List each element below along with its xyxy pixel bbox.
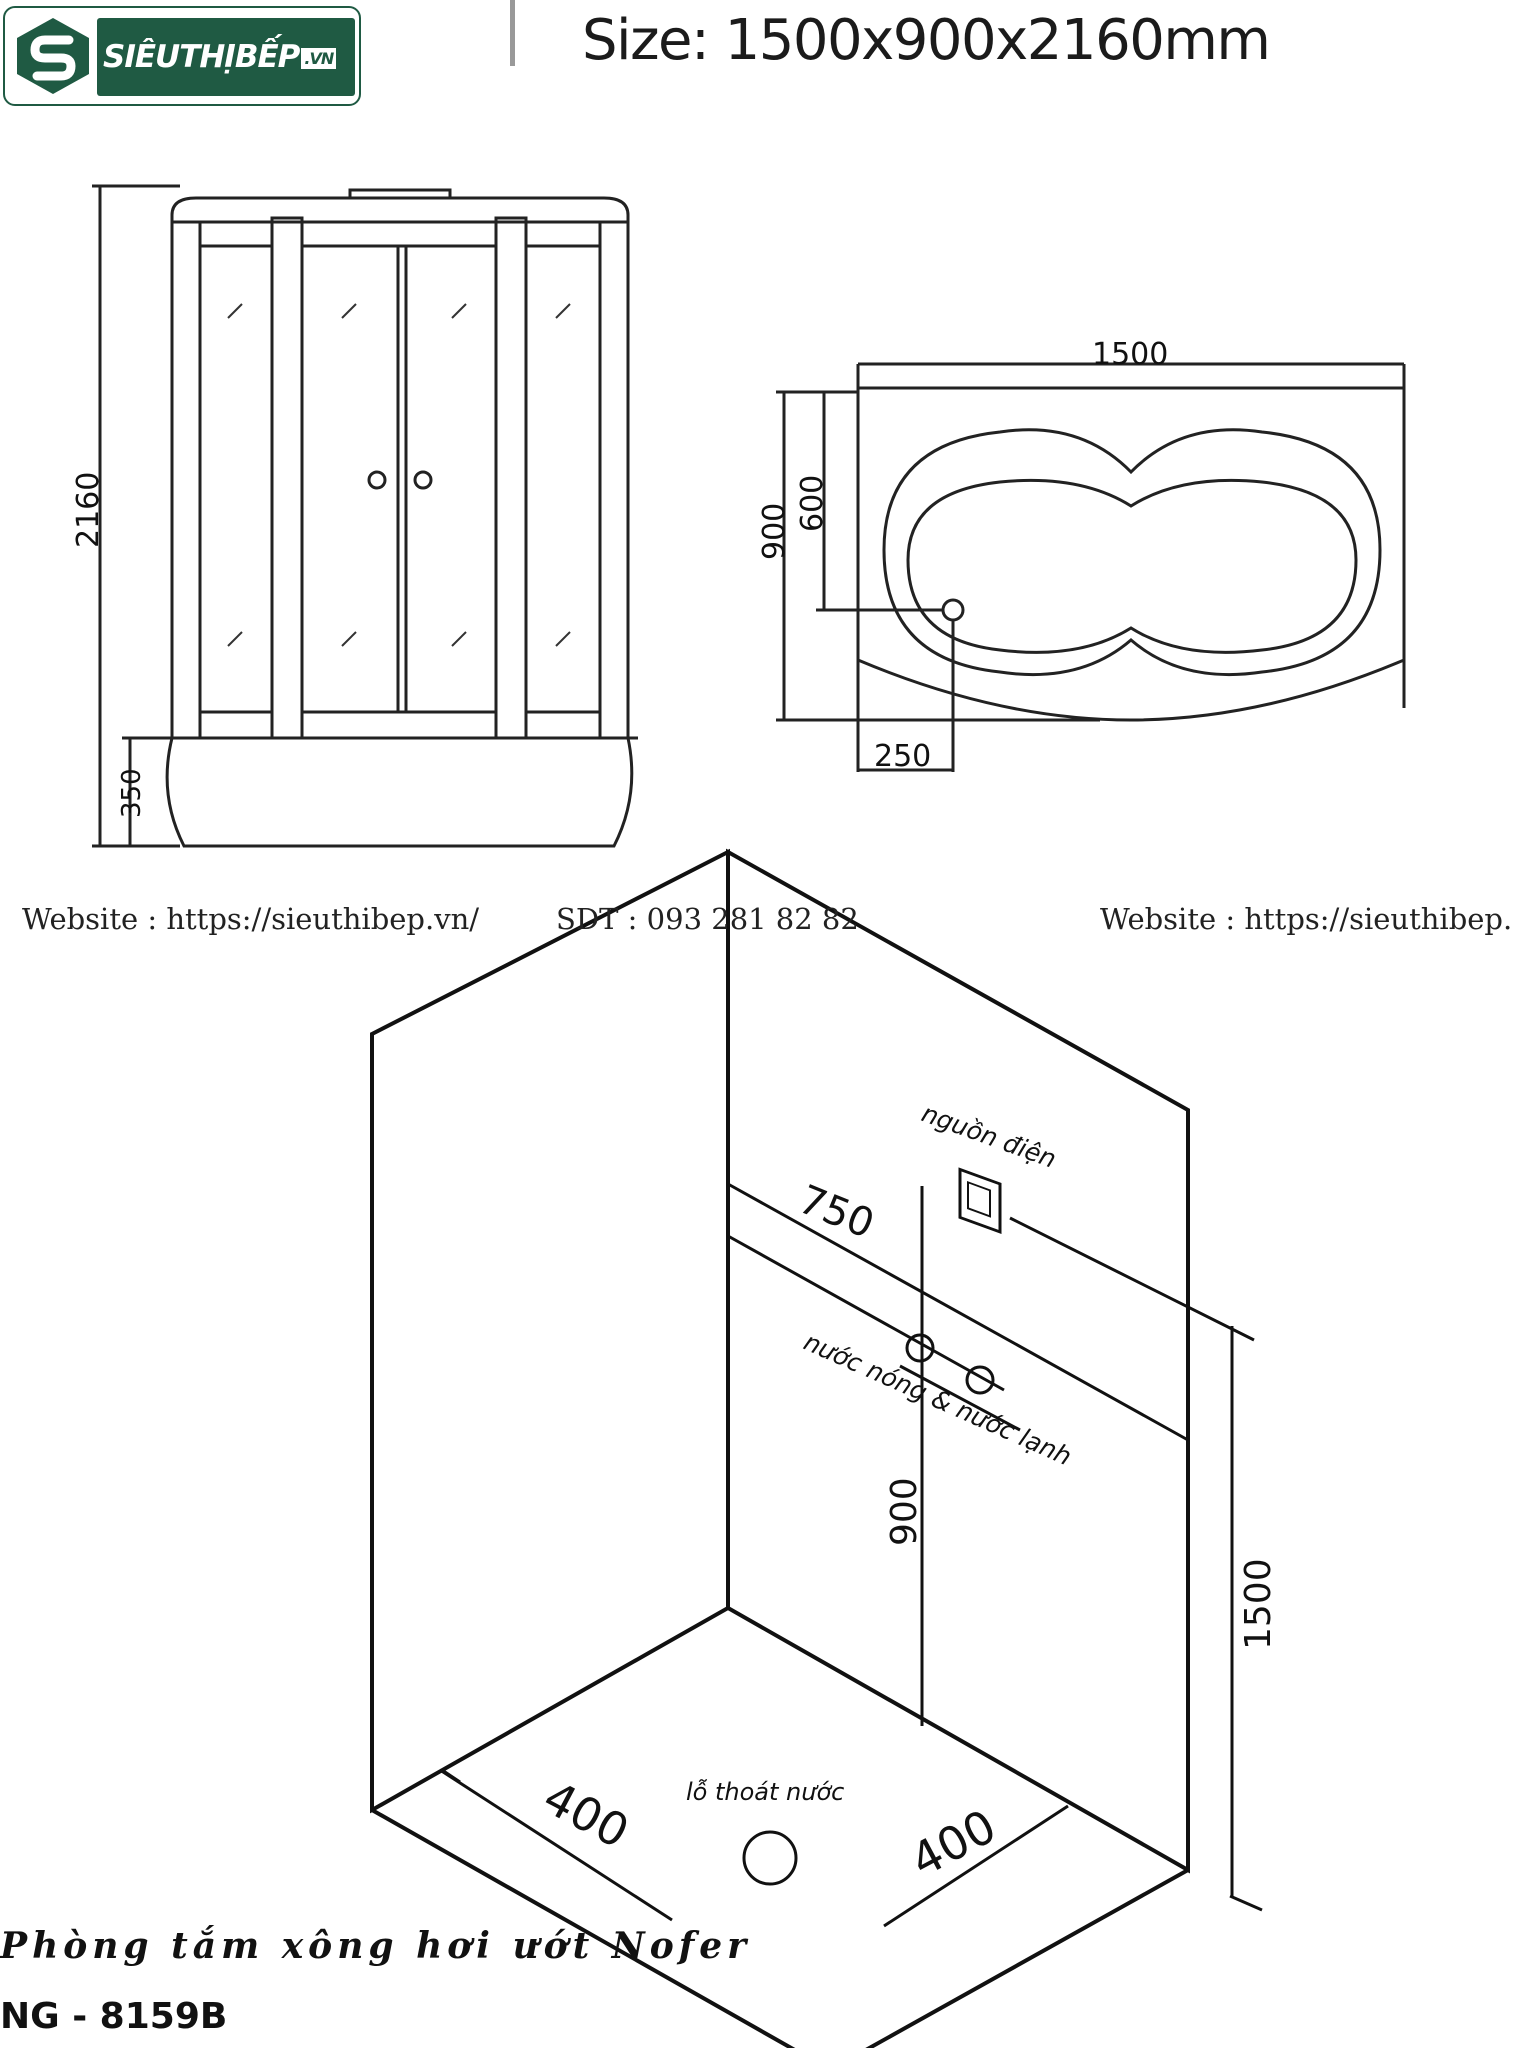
website-right: Website : https://sieuthibep. — [1100, 902, 1513, 936]
dim-water-height: 900 — [884, 1477, 925, 1546]
dim-height-base: 350 — [117, 768, 147, 818]
label-drain-hole: lỗ thoát nước — [686, 1777, 844, 1806]
label-power-source: nguồn điện — [918, 1098, 1060, 1173]
top-view — [776, 362, 1406, 772]
dim-power-offset: 750 — [792, 1177, 880, 1248]
glass-marks — [227, 303, 571, 647]
website-left: Website : https://sieuthibep.vn/ — [22, 902, 480, 936]
front-view — [92, 184, 638, 848]
dim-drain-left: 400 — [535, 1770, 638, 1859]
header-divider — [510, 0, 515, 66]
label-water-inlets: nước nóng & nước lạnh — [800, 1327, 1076, 1471]
logo-text: SIÊUTHỊBẾP.VN — [103, 39, 337, 75]
dim-top-depth: 900 — [757, 503, 792, 560]
product-code: NG - 8159B — [0, 1996, 228, 2037]
install-view — [370, 848, 1263, 2048]
dim-top-drain-depth: 600 — [795, 475, 830, 532]
phone-number: SDT : 093 281 82 82 — [556, 902, 859, 936]
dim-top-drain-offset: 250 — [874, 739, 931, 774]
dim-top-width: 1500 — [1092, 337, 1168, 372]
dim-power-height: 1500 — [1238, 1558, 1279, 1650]
dim-height-total: 2160 — [71, 472, 106, 548]
logo-suffix: .VN — [301, 48, 337, 69]
product-name: Phòng tắm xông hơi ướt Nofer — [0, 1925, 752, 1967]
size-title: Size: 1500x900x2160mm — [582, 8, 1271, 73]
logo-s-icon — [17, 18, 89, 94]
logo-wordmark: SIÊUTHỊBẾP — [103, 39, 300, 75]
dim-drain-right: 400 — [902, 1799, 1005, 1888]
brand-logo: SIÊUTHỊBẾP.VN — [3, 6, 361, 106]
